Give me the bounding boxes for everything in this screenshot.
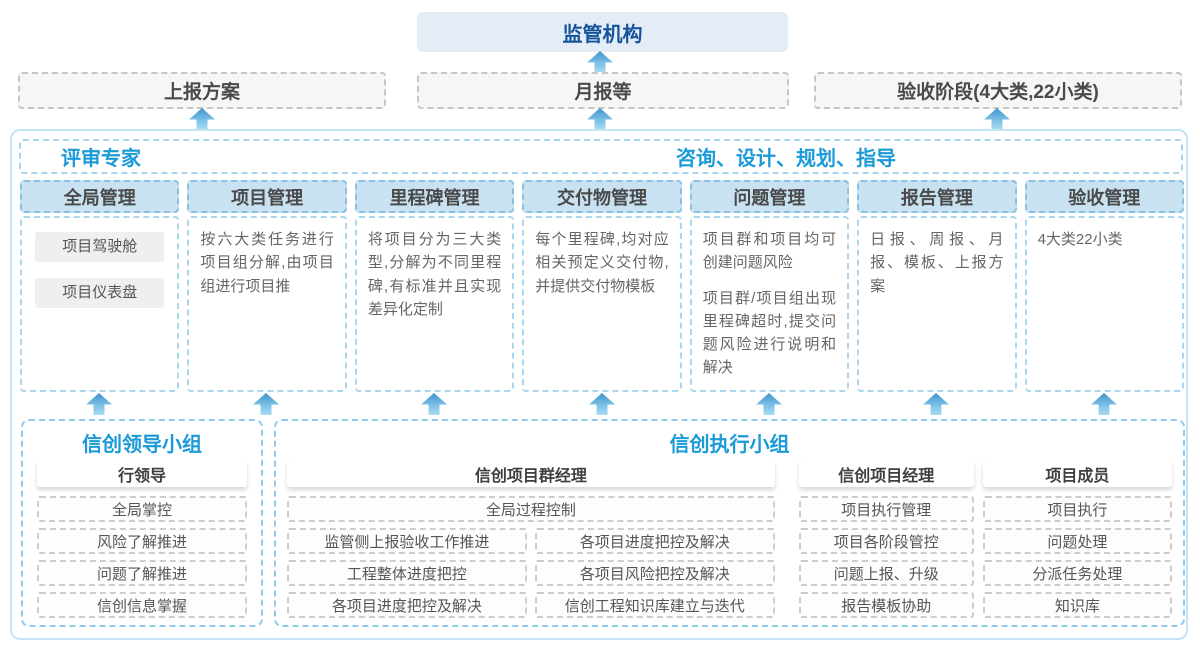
column-header: 项目管理	[187, 180, 347, 213]
column-text: 项目群/项目组出现里程碑超时,提交问题风险进行说明和解决	[702, 289, 837, 377]
up-arrow-icon	[984, 108, 1010, 130]
consulting-design-label: 咨询、设计、规划、指导	[676, 148, 896, 170]
list-item: 全局过程控制	[287, 496, 775, 522]
role-project-member: 项目成员	[982, 461, 1172, 487]
role-bank-leadership: 行领导	[37, 461, 247, 487]
up-arrow-icon	[756, 393, 782, 415]
list-item: 工程整体进度把控	[287, 560, 527, 586]
list-item: 报告模板协助	[798, 592, 974, 618]
column-body: 项目驾驶舱 项目仪表盘	[20, 216, 180, 392]
column-body: 日报、周报、月报、模板、上报方案	[857, 216, 1017, 392]
review-experts-label: 评审专家	[61, 148, 141, 170]
chip-project-cockpit: 项目驾驶舱	[35, 232, 165, 262]
list-item: 监管侧上报验收工作推进	[287, 528, 527, 554]
column-body: 将项目分为三大类型,分解为不同里程碑,有标准并且实现差异化定制	[354, 216, 515, 392]
column-acceptance-management: 验收管理 4大类22小类	[1024, 180, 1184, 392]
management-columns: 全局管理 项目驾驶舱 项目仪表盘 项目管理 按六大类任务进行项目组分解,由项目组…	[20, 180, 1184, 392]
role-program-manager: 信创项目群经理	[287, 461, 775, 487]
leader-group-title: 信创领导小组	[82, 433, 202, 456]
column-header: 全局管理	[20, 180, 180, 213]
regulator-box: 监管机构	[417, 12, 788, 52]
up-arrow-icon	[421, 393, 447, 415]
column-header: 里程碑管理	[354, 180, 515, 213]
up-arrow-icon	[587, 108, 613, 130]
column-header: 报告管理	[857, 180, 1017, 213]
list-item: 项目执行管理	[798, 496, 974, 522]
up-arrow-icon	[587, 51, 613, 73]
column-body: 4大类22小类	[1024, 216, 1184, 392]
column-body: 每个里程碑,均对应相关预定义交付物,并提供交付物模板	[522, 216, 682, 392]
list-item: 全局掌控	[37, 496, 247, 522]
column-body: 按六大类任务进行项目组分解,由项目组进行项目推	[187, 216, 347, 392]
list-item: 项目各阶段管控	[798, 528, 974, 554]
top-box-monthly-report: 月报等	[417, 72, 789, 109]
up-arrow-icon	[923, 393, 949, 415]
column-milestone-management: 里程碑管理 将项目分为三大类型,分解为不同里程碑,有标准并且实现差异化定制	[354, 180, 515, 392]
up-arrow-icon	[589, 393, 615, 415]
column-issue-management: 问题管理 项目群和项目均可创建问题风险 项目群/项目组出现里程碑超时,提交问题风…	[689, 180, 850, 392]
list-item: 各项目风险把控及解决	[534, 560, 775, 586]
project-manager-column: 信创项目经理 项目执行管理 项目各阶段管控 问题上报、升级 报告模板协助	[798, 461, 974, 624]
execution-group-body: 信创项目群经理 全局过程控制 监管侧上报验收工作推进 各项目进度把控及解决 工程…	[276, 461, 1183, 624]
up-arrow-icon	[189, 108, 215, 130]
column-text: 每个里程碑,均对应相关预定义交付物,并提供交付物模板	[535, 231, 669, 295]
leader-group-body: 行领导 全局掌控 风险了解推进 问题了解推进 信创信息掌握	[37, 461, 247, 618]
role-project-manager: 信创项目经理	[798, 461, 974, 487]
list-item: 各项目进度把控及解决	[287, 592, 527, 618]
consultant-bar: 评审专家 咨询、设计、规划、指导	[19, 139, 1183, 174]
list-item: 项目执行	[982, 496, 1172, 522]
leader-group: 信创领导小组 行领导 全局掌控 风险了解推进 问题了解推进 信创信息掌握	[21, 419, 263, 627]
list-item: 信创信息掌握	[37, 592, 247, 618]
list-item: 风险了解推进	[37, 528, 247, 554]
chip-project-dashboard: 项目仪表盘	[35, 278, 165, 308]
column-header: 验收管理	[1024, 180, 1184, 213]
column-project-management: 项目管理 按六大类任务进行项目组分解,由项目组进行项目推	[187, 180, 347, 392]
project-member-items: 项目执行 问题处理 分派任务处理 知识库	[982, 496, 1172, 618]
list-item: 问题处理	[982, 528, 1172, 554]
top-box-report-plan: 上报方案	[18, 72, 386, 109]
program-manager-grid: 监管侧上报验收工作推进 各项目进度把控及解决 工程整体进度把控 各项目风险把控及…	[287, 528, 775, 618]
list-item: 知识库	[982, 592, 1172, 618]
column-text: 项目群和项目均可创建问题风险	[702, 231, 837, 272]
list-item: 各项目进度把控及解决	[534, 528, 775, 554]
column-text: 4大类22小类	[1037, 231, 1123, 248]
column-global-management: 全局管理 项目驾驶舱 项目仪表盘	[20, 180, 180, 392]
program-manager-column: 信创项目群经理 全局过程控制 监管侧上报验收工作推进 各项目进度把控及解决 工程…	[287, 461, 775, 618]
column-text: 按六大类任务进行项目组分解,由项目组进行项目推	[200, 231, 334, 295]
project-manager-items: 项目执行管理 项目各阶段管控 问题上报、升级 报告模板协助	[798, 496, 974, 618]
column-text: 日报、周报、月报、模板、上报方案	[870, 231, 1004, 295]
project-member-column: 项目成员 项目执行 问题处理 分派任务处理 知识库	[982, 461, 1172, 624]
up-arrow-icon	[253, 393, 279, 415]
column-report-management: 报告管理 日报、周报、月报、模板、上报方案	[857, 180, 1017, 392]
execution-group: 信创执行小组 信创项目群经理 全局过程控制 监管侧上报验收工作推进 各项目进度把…	[274, 419, 1185, 627]
up-arrow-icon	[86, 393, 112, 415]
leader-items: 全局掌控 风险了解推进 问题了解推进 信创信息掌握	[37, 496, 247, 618]
execution-group-title: 信创执行小组	[669, 433, 790, 456]
platform-frame: 评审专家 咨询、设计、规划、指导 全局管理 项目驾驶舱 项目仪表盘 项目管理 按…	[10, 129, 1188, 640]
column-header: 问题管理	[689, 180, 850, 213]
column-deliverable-management: 交付物管理 每个里程碑,均对应相关预定义交付物,并提供交付物模板	[522, 180, 682, 392]
list-item: 问题了解推进	[37, 560, 247, 586]
list-item: 分派任务处理	[982, 560, 1172, 586]
list-item: 问题上报、升级	[798, 560, 974, 586]
column-body: 项目群和项目均可创建问题风险 项目群/项目组出现里程碑超时,提交问题风险进行说明…	[689, 216, 850, 392]
column-text: 将项目分为三大类型,分解为不同里程碑,有标准并且实现差异化定制	[367, 231, 502, 318]
up-arrow-icon	[1091, 393, 1117, 415]
column-header: 交付物管理	[522, 180, 682, 213]
list-item: 信创工程知识库建立与迭代	[534, 592, 775, 618]
top-box-acceptance-stage: 验收阶段(4大类,22小类)	[814, 72, 1182, 109]
